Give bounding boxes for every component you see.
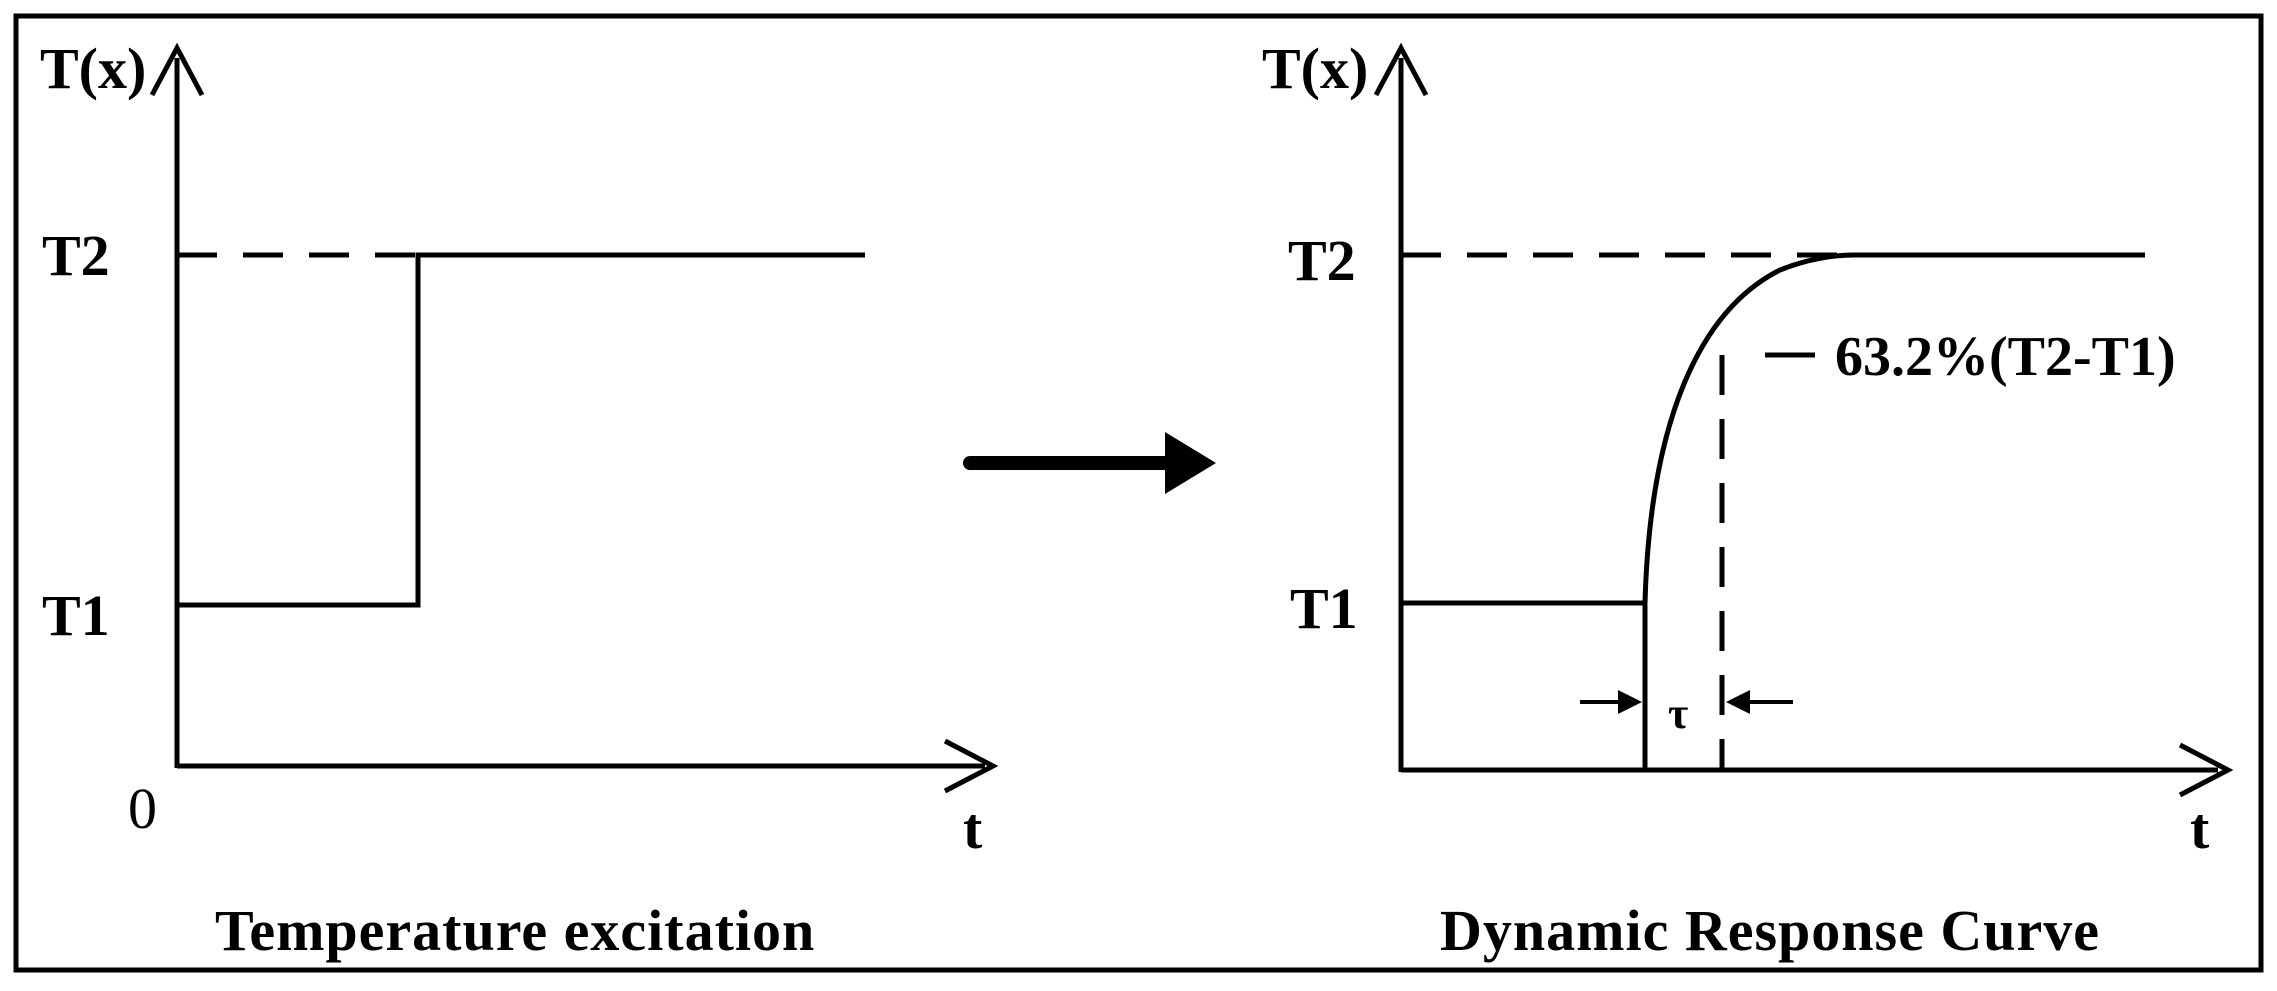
left-panel: T(x) T2 T1 0 t Temperature excitation xyxy=(40,36,999,963)
tau-dimension-arrows xyxy=(1580,690,1793,714)
right-x-axis-label: t xyxy=(2190,796,2210,861)
left-t1-label: T1 xyxy=(42,583,110,648)
left-x-axis-arrowhead xyxy=(943,738,999,794)
left-caption: Temperature excitation xyxy=(215,898,815,963)
left-y-axis-arrowhead xyxy=(149,42,205,97)
right-caption: Dynamic Response Curve xyxy=(1440,898,2100,963)
left-y-axis-label: T(x) xyxy=(40,36,146,101)
right-y-axis-label: T(x) xyxy=(1262,36,1368,101)
left-t2-label: T2 xyxy=(42,223,110,288)
tau-label: τ xyxy=(1668,689,1688,738)
left-x-axis-label: t xyxy=(963,796,983,861)
right-arrow-icon xyxy=(963,432,1216,494)
percent-annotation: 63.2%(T2-T1) xyxy=(1835,326,2176,388)
right-t2-label: T2 xyxy=(1288,228,1356,293)
response-curve xyxy=(1642,252,2145,604)
right-panel: T(x) T2 T1 63.2%(T2-T1) τ t Dynamic Resp… xyxy=(1262,36,2234,963)
figure-border xyxy=(13,13,2264,973)
right-y-axis-arrowhead xyxy=(1373,42,1429,97)
origin-label: 0 xyxy=(128,776,157,841)
right-x-axis-arrowhead xyxy=(2178,742,2234,798)
step-excitation-line xyxy=(177,252,865,608)
right-t1-label: T1 xyxy=(1290,576,1358,641)
